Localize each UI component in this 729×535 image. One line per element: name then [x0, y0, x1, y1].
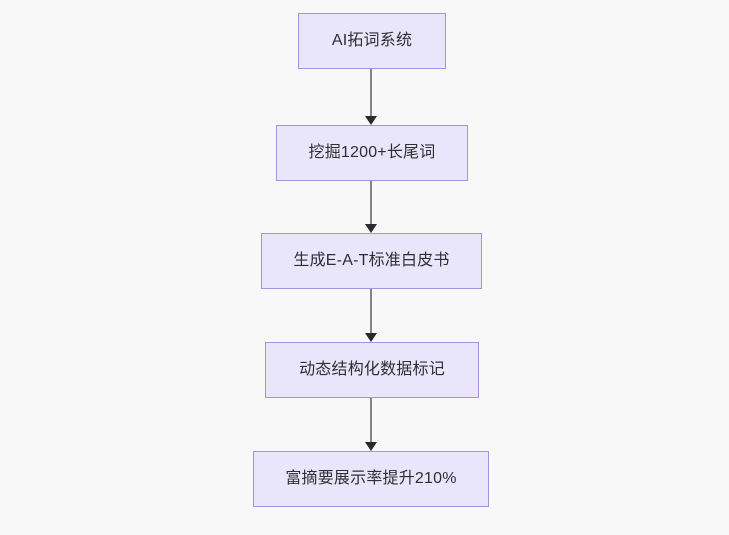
flowchart-edge-2-arrowhead [365, 224, 377, 233]
flowchart-edge-2-line [370, 181, 372, 224]
flowchart-edge-3-arrowhead [365, 333, 377, 342]
flowchart-node-4[interactable]: 动态结构化数据标记 [265, 342, 479, 398]
flowchart-edge-1 [364, 69, 378, 125]
flowchart-node-2-label: 挖掘1200+长尾词 [308, 144, 436, 162]
flowchart-edge-3-line [370, 289, 372, 333]
flowchart-node-3-label: 生成E-A-T标准白皮书 [293, 252, 450, 270]
flowchart-edge-1-arrowhead [365, 116, 377, 125]
flowchart-node-3[interactable]: 生成E-A-T标准白皮书 [261, 233, 482, 289]
flowchart-node-5-label: 富摘要展示率提升210% [285, 470, 457, 488]
flowchart-node-1[interactable]: AI拓词系统 [298, 13, 446, 69]
flowchart-node-1-label: AI拓词系统 [331, 32, 413, 50]
flowchart-edge-2 [364, 181, 378, 233]
flowchart-edge-1-line [370, 69, 372, 116]
flowchart-edge-4 [364, 398, 378, 451]
flowchart-edge-3 [364, 289, 378, 342]
flowchart-edge-4-line [370, 398, 372, 442]
flowchart-node-5[interactable]: 富摘要展示率提升210% [253, 451, 489, 507]
flowchart-edge-4-arrowhead [365, 442, 377, 451]
flowchart-node-4-label: 动态结构化数据标记 [299, 361, 445, 379]
flowchart-node-2[interactable]: 挖掘1200+长尾词 [276, 125, 468, 181]
